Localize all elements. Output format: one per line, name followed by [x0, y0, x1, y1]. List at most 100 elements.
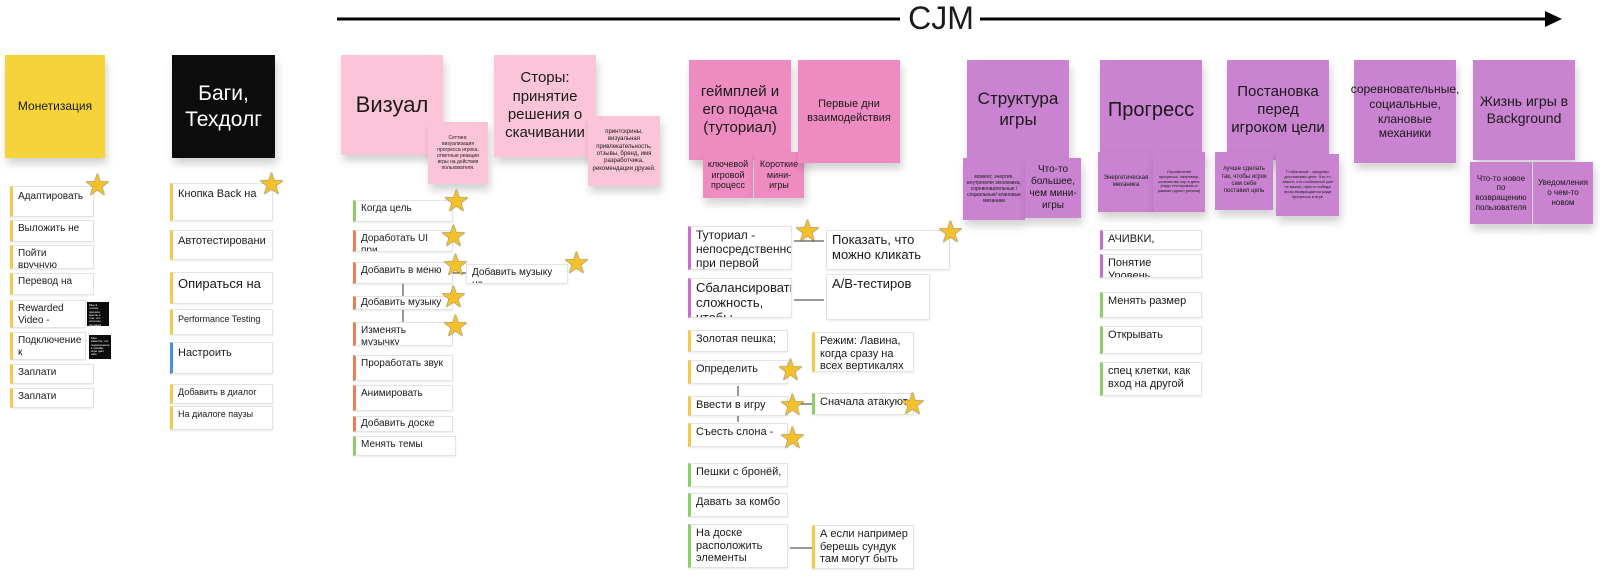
- star-icon: ★: [899, 388, 926, 421]
- background-sub-a-text: Что-то новое по возвращению пользователя: [1475, 173, 1527, 212]
- star-icon: ★: [84, 169, 111, 202]
- monetization-sticky[interactable]: Монетизация: [5, 55, 105, 158]
- background-sticky[interactable]: Жизнь игры в Background: [1473, 60, 1575, 160]
- visual-note[interactable]: Сеттинг, визуализация прогресса игрока, …: [428, 122, 488, 184]
- card-bugs-4[interactable]: Performance Testing: [170, 309, 273, 335]
- visual-note-text: Сеттинг, визуализация прогресса игрока, …: [437, 134, 479, 172]
- card-visual-2[interactable]: Доработать UI при: [353, 230, 453, 252]
- card-progress-2[interactable]: Понятие Уровень: [1100, 254, 1202, 278]
- card-gameplay-5[interactable]: Ввести в игру: [688, 396, 788, 416]
- card-progress-1[interactable]: АЧИВКИ, награды: [1100, 230, 1202, 250]
- star-icon: ★: [442, 249, 469, 282]
- stores-note-text: принтскрины, визуальная привлекательност…: [592, 129, 656, 172]
- star-icon: ★: [777, 354, 804, 387]
- structure-sticky[interactable]: Структура игры: [967, 60, 1069, 160]
- card-gameplay-right-1[interactable]: Показать, что можно кликать: [826, 230, 950, 270]
- first-days-header: Первые дни взаимодействия: [807, 98, 891, 124]
- progress-sub-a-text: Энергетическая механика: [1103, 174, 1149, 188]
- card-gameplay-right-4[interactable]: Сначала атакуют: [812, 393, 914, 415]
- card-visual-9[interactable]: Менять темы: [353, 436, 456, 456]
- social-header: соревновательные, социальные, клановые м…: [1350, 82, 1460, 141]
- progress-sub-a[interactable]: Энергетическая механика: [1098, 152, 1154, 212]
- card-visual-1[interactable]: Когда цель: [353, 200, 453, 222]
- card-visual-3[interactable]: Добавить в меню: [353, 262, 453, 284]
- progress-sub-b[interactable]: Ограничение прогресса, например, количес…: [1153, 152, 1205, 212]
- gameplay-sub-b-text: Короткие мини-игры: [759, 158, 799, 191]
- card-gameplay-1[interactable]: Туториал - непосредственно при первой иг…: [688, 226, 792, 270]
- card-gameplay-2[interactable]: Сбалансировать сложность, чтобы: [688, 278, 792, 318]
- structure-sub-a-text: момент, энергия, внутренняя экономика, с…: [967, 173, 1021, 205]
- star-icon: ★: [779, 389, 806, 422]
- structure-sub-b-text: Что-то большее, чем мини-игры: [1029, 163, 1077, 212]
- visual-sticky[interactable]: Визуал: [341, 55, 443, 155]
- stores-header: Сторы: принятие решения о скачивании: [505, 69, 585, 142]
- background-sub-b[interactable]: Уведомления о чем-то новом: [1533, 162, 1593, 224]
- gameplay-sub-b[interactable]: Короткие мини-игры: [754, 152, 804, 198]
- gameplay-header: геймплей и его подача (туториал): [700, 82, 780, 137]
- gameplay-sub-a[interactable]: ключевой игровой процесс: [703, 152, 753, 198]
- card-monetization-3[interactable]: Пойти вручную рекламировать на: [10, 245, 94, 269]
- goals-sub-a-text: лучше сделать так, чтобы игрок сам себе …: [1221, 166, 1267, 195]
- card-gameplay-3[interactable]: Золотая пешка;: [688, 330, 788, 352]
- card-gameplay-4[interactable]: Определить: [688, 360, 788, 384]
- card-visual-5[interactable]: Изменять музычку: [353, 322, 453, 346]
- gameplay-sub-a-text: ключевой игровой процесс: [707, 158, 749, 191]
- card-gameplay-6[interactable]: Съесть слона -: [688, 423, 788, 447]
- goals-sub-b[interactable]: Глобальной - средство достижения цели. Ч…: [1276, 154, 1339, 216]
- progress-header: Прогресс: [1107, 98, 1195, 121]
- star-icon: ★: [442, 310, 469, 343]
- connectors: [402, 240, 824, 549]
- card-bugs-7[interactable]: На диалоге паузы: [170, 406, 273, 430]
- card-gameplay-right-3[interactable]: Режим: Лавина, когда сразу на всех верти…: [812, 332, 914, 372]
- card-visual-4[interactable]: Добавить музыку на: [353, 296, 453, 310]
- first-days-sticky[interactable]: Первые дни взаимодействия: [798, 60, 900, 163]
- stores-note[interactable]: принтскрины, визуальная привлекательност…: [588, 116, 660, 186]
- card-monetization-8[interactable]: Заплати: [10, 388, 94, 408]
- social-sticky[interactable]: соревновательные, социальные, клановые м…: [1351, 60, 1459, 163]
- progress-sticky[interactable]: Прогресс: [1100, 60, 1202, 160]
- goals-sub-b-text: Глобальной - средство достижения цели. Ч…: [1282, 169, 1333, 199]
- card-progress-4[interactable]: Открывать: [1100, 326, 1202, 354]
- bugs-sticky[interactable]: Баги, Техдолг: [172, 55, 275, 158]
- card-monetization-5[interactable]: Rewarded Video - посмотри: [10, 300, 86, 328]
- card-gameplay-9[interactable]: На доске расположить элементы: [688, 524, 788, 568]
- card-bugs-6[interactable]: Добавить в диалог: [170, 384, 273, 404]
- gameplay-sticky[interactable]: геймплей и его подача (туториал): [689, 60, 791, 160]
- cjm-title: CJM: [908, 0, 974, 36]
- visual-header: Визуал: [355, 91, 429, 117]
- card-bugs-3[interactable]: Опираться на: [170, 272, 273, 304]
- card-progress-3[interactable]: Менять размер: [1100, 292, 1202, 318]
- stores-sticky[interactable]: Сторы: принятие решения о скачивании: [494, 55, 596, 157]
- monetization-header: Монетизация: [17, 99, 93, 114]
- structure-sub-a[interactable]: момент, энергия, внутренняя экономика, с…: [963, 158, 1025, 220]
- card-monetization-4[interactable]: Перевод на: [10, 273, 94, 295]
- card-bugs-1[interactable]: Кнопка Back на: [170, 183, 273, 221]
- card-bugs-5[interactable]: Настроить: [170, 342, 273, 374]
- card-gameplay-right-2[interactable]: A/B-тестиров: [826, 274, 930, 320]
- structure-sub-b[interactable]: Что-то большее, чем мини-игры: [1025, 158, 1081, 218]
- black-note-b[interactable]: Мне кажется, что подключение к онлайн иг…: [89, 335, 111, 359]
- card-gameplay-8[interactable]: Давать за комбо: [688, 493, 788, 517]
- star-icon: ★: [443, 185, 470, 218]
- card-visual-8[interactable]: Добавить доске: [353, 416, 453, 432]
- card-visual-7[interactable]: Анимировать: [353, 385, 453, 411]
- goals-sub-a[interactable]: лучше сделать так, чтобы игрок сам себе …: [1215, 152, 1273, 210]
- star-icon: ★: [779, 422, 806, 455]
- card-monetization-7[interactable]: Заплати: [10, 364, 94, 384]
- card-visual-side[interactable]: Добавить музыку на: [466, 264, 568, 284]
- card-progress-5[interactable]: спец клетки, как вход на другой: [1100, 362, 1202, 396]
- card-visual-6[interactable]: Проработать звук: [353, 355, 453, 381]
- star-icon: ★: [794, 215, 821, 248]
- card-monetization-1[interactable]: Адаптировать: [10, 186, 94, 217]
- star-icon: ★: [258, 168, 285, 201]
- goals-header: Постановка перед игроком цели: [1231, 82, 1325, 137]
- goals-sticky[interactable]: Постановка перед игроком цели: [1227, 60, 1329, 160]
- card-monetization-2[interactable]: Выложить не: [10, 220, 94, 242]
- black-note-a[interactable]: Мне в голову пришла мысль о том, что есл…: [87, 302, 109, 326]
- card-bugs-2[interactable]: Автотестировани: [170, 230, 273, 260]
- card-monetization-6[interactable]: Подключение к: [10, 332, 86, 360]
- card-gameplay-right-5[interactable]: А если например берешь сундук там могут …: [812, 525, 914, 569]
- background-sub-a[interactable]: Что-то новое по возвращению пользователя: [1470, 162, 1532, 224]
- card-gameplay-7[interactable]: Пешки с бронёй,: [688, 463, 788, 487]
